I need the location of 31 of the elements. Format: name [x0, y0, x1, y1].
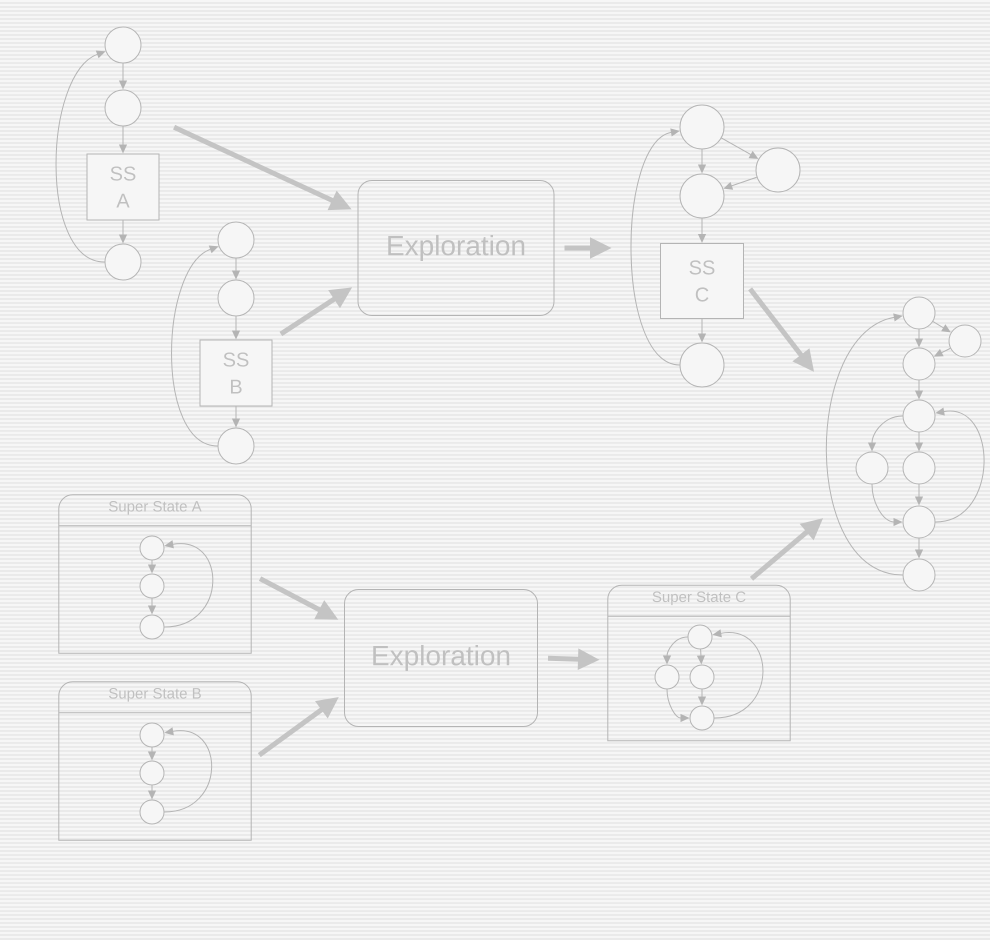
state-circle [218, 280, 254, 316]
state-circle [856, 452, 889, 484]
state-circle [902, 452, 936, 484]
state-circle [140, 800, 164, 824]
loop-arrow [826, 313, 903, 576]
state-circle [218, 222, 254, 258]
loop-arrow [630, 128, 680, 366]
state-circle [140, 614, 164, 640]
state-circle [902, 400, 936, 432]
state-circle [902, 348, 936, 380]
state-circle [104, 244, 142, 280]
state-circle [688, 624, 712, 650]
state-circle [756, 148, 800, 192]
state-circle [654, 664, 680, 690]
state-circle [680, 342, 724, 388]
loop-arrow [935, 408, 985, 522]
state-circle [680, 104, 724, 150]
state-circle [140, 722, 164, 748]
state-circle [902, 296, 936, 330]
state-circle [104, 26, 142, 64]
state-circle [948, 324, 982, 358]
state-circle [140, 760, 164, 786]
state-circle [680, 174, 724, 218]
state-circle [902, 558, 936, 592]
state-circle [690, 664, 714, 690]
state-circle [104, 90, 142, 126]
state-circle [902, 506, 936, 538]
state-circle [218, 428, 254, 464]
state-circle [690, 706, 714, 730]
state-circle [140, 536, 164, 560]
state-circle [140, 574, 164, 598]
